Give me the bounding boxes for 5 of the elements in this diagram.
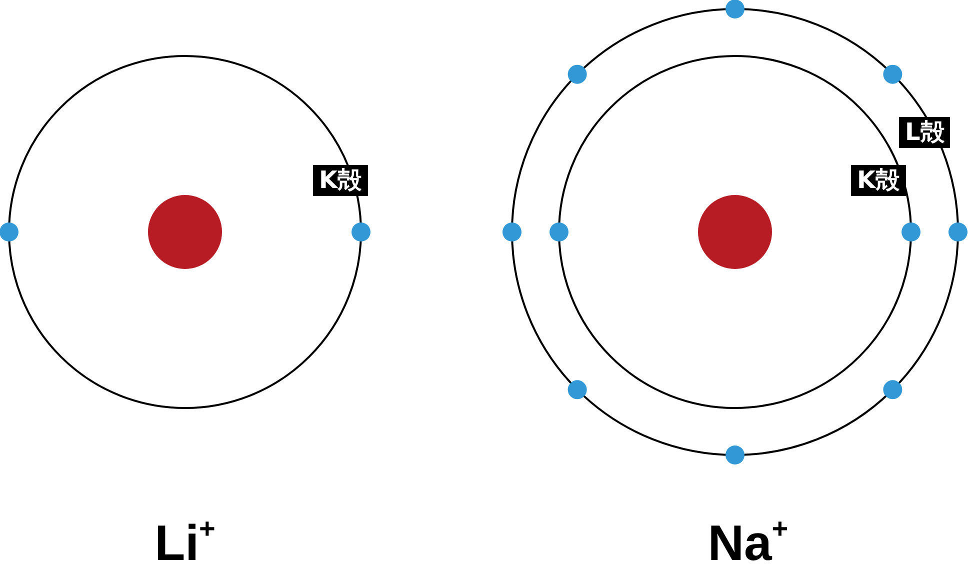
ion-symbol: Li$^{+}$ <box>154 515 216 571</box>
shell-label: K殻 <box>313 165 368 196</box>
shell-label: L殻 <box>899 117 950 148</box>
shell-label: K殻 <box>851 165 906 196</box>
ion-symbol: Na$^{+}$ <box>708 515 788 571</box>
